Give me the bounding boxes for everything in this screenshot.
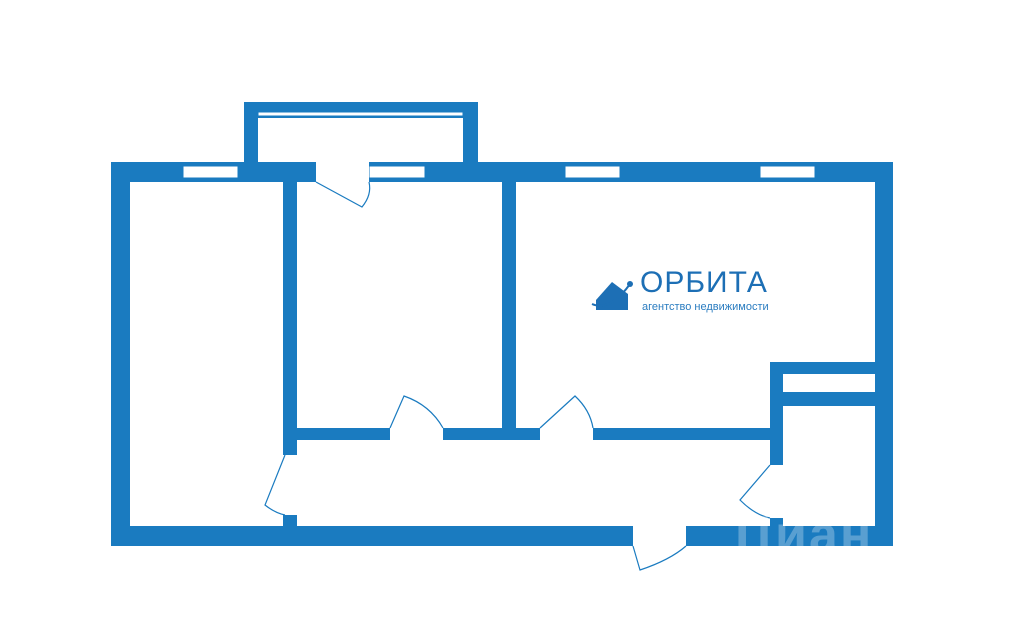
door-room-1 — [264, 454, 286, 516]
logo-subtitle: агентство недвижимости — [642, 301, 769, 313]
wall-bath-vertical — [770, 362, 783, 465]
door-room-3 — [539, 395, 594, 429]
wall-top — [111, 162, 893, 182]
wall-interior-1b — [283, 515, 297, 527]
wall-bottom-right — [686, 526, 893, 546]
logo-title: ОРБИТА — [640, 266, 768, 299]
house-orbit-icon — [591, 281, 633, 310]
walls — [111, 102, 893, 546]
wall-interior-1 — [283, 182, 297, 455]
window — [368, 165, 426, 179]
door-bathroom — [739, 464, 771, 519]
window — [564, 165, 621, 179]
wall-left — [111, 162, 130, 546]
wall-bath-stub — [770, 518, 783, 528]
wall-right — [875, 162, 893, 546]
wall-corridor-2 — [443, 428, 540, 440]
balcony-railing — [257, 111, 464, 117]
wall-bath-mid — [770, 392, 875, 406]
window — [759, 165, 816, 179]
wall-bath-top — [770, 362, 875, 374]
wall-corridor-3 — [593, 428, 783, 440]
door-entrance — [632, 545, 687, 571]
doors — [264, 181, 771, 571]
watermark: Циан — [735, 506, 874, 564]
window — [182, 165, 239, 179]
wall-interior-2 — [502, 182, 516, 440]
door-balcony — [315, 181, 371, 208]
door-room-2 — [389, 395, 444, 429]
wall-bottom-left — [111, 526, 633, 546]
wall-corridor-1 — [297, 428, 390, 440]
